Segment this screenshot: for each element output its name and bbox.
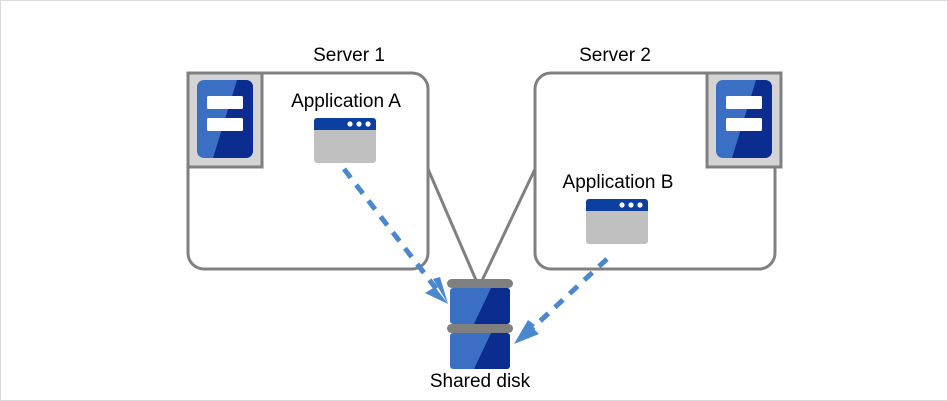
server-to-disk-connectors <box>426 168 537 288</box>
shared-disk-icon <box>447 279 513 369</box>
connector-server1-to-disk <box>426 168 481 288</box>
shared-disk-label: Shared disk <box>429 371 531 392</box>
server-2-title: Server 2 <box>579 45 651 66</box>
connector-server2-to-disk <box>477 168 537 288</box>
application-window-icon <box>314 118 376 163</box>
server-1-title: Server 1 <box>313 45 385 66</box>
application-b-label: Application B <box>562 172 674 193</box>
dashed-arrow-app-b-to-disk <box>514 257 609 344</box>
application-window-icon <box>586 199 648 244</box>
dashed-arrow-app-a-to-disk <box>342 167 448 304</box>
application-a-label: Application A <box>291 91 401 112</box>
server-rack-icon <box>705 71 783 169</box>
server-rack-icon <box>186 71 264 169</box>
